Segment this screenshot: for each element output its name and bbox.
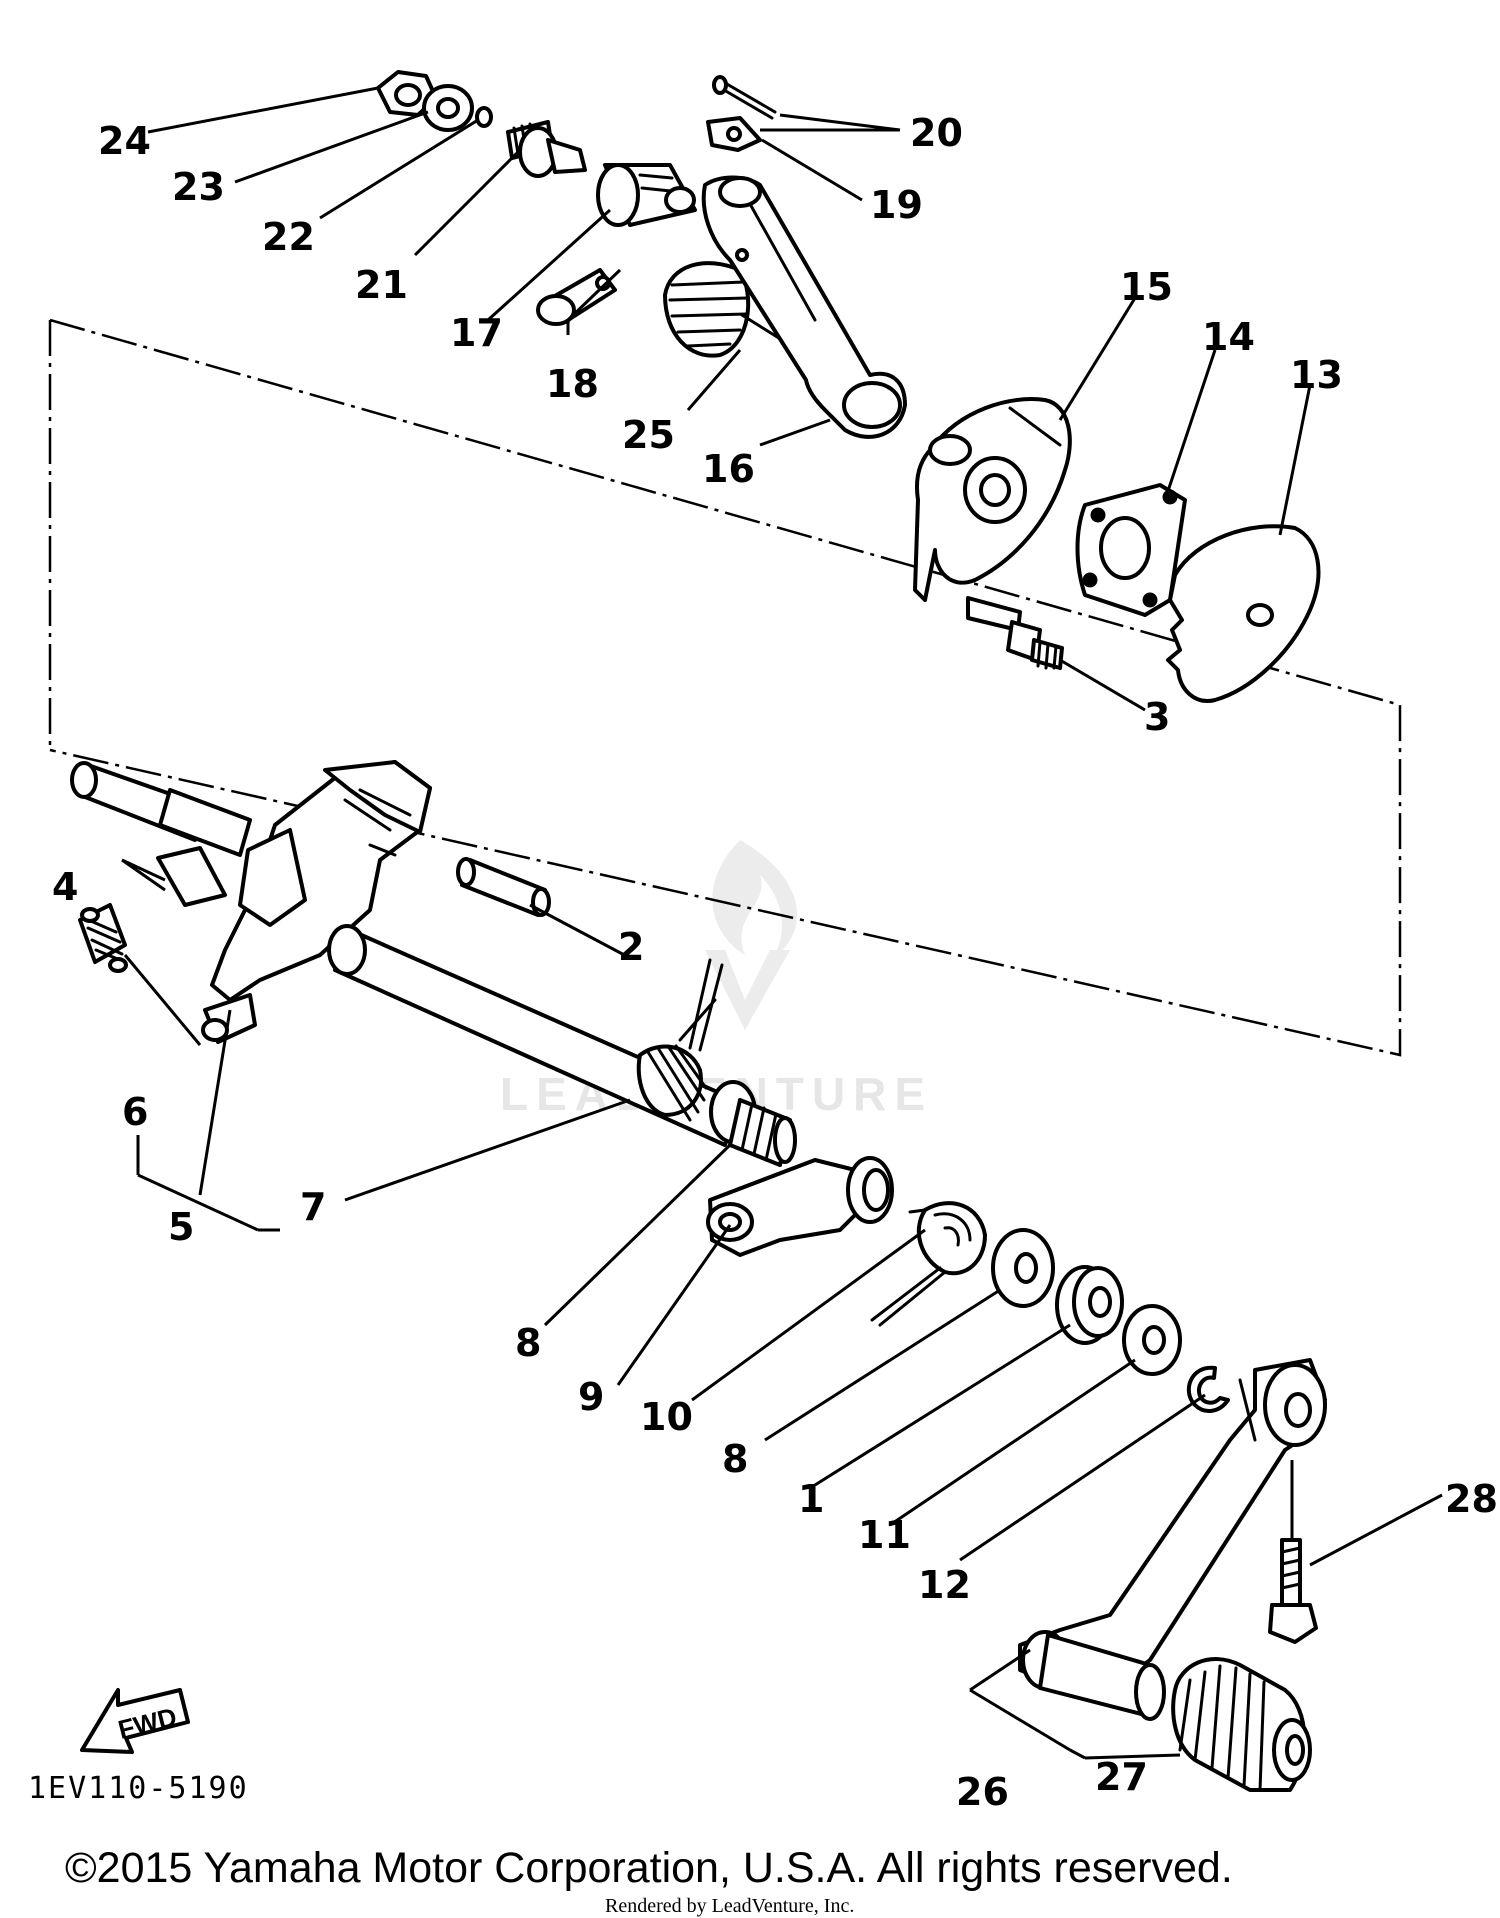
callout-8a: 8 <box>515 1321 541 1365</box>
callout-24: 24 <box>98 119 151 163</box>
callout-20: 20 <box>910 111 963 155</box>
callout-27: 27 <box>1095 1755 1148 1799</box>
washer-11 <box>1122 1304 1182 1376</box>
screw-21 <box>506 120 587 178</box>
callout-3: 3 <box>1144 695 1170 739</box>
watermark: LEADVENTURE <box>500 840 925 1120</box>
callout-16: 16 <box>702 447 755 491</box>
bolt-28 <box>1268 1538 1318 1644</box>
copyright-notice: ©2015 Yamaha Motor Corporation, U.S.A. A… <box>65 1844 1233 1892</box>
lever-9 <box>706 1156 894 1257</box>
stopper-plate-14 <box>1075 483 1187 617</box>
bolt-3 <box>966 596 1064 670</box>
cam-plate-13 <box>1166 524 1321 703</box>
drawing-code: 1EV110-5190 <box>28 1771 249 1806</box>
callout-11: 11 <box>858 1513 911 1557</box>
rendered-by-note: Rendered by LeadVenture, Inc. <box>605 1895 854 1917</box>
callout-19: 19 <box>870 183 923 227</box>
spring-10 <box>870 1201 987 1327</box>
callout-7: 7 <box>300 1185 326 1229</box>
callout-28: 28 <box>1445 1477 1498 1521</box>
callout-10: 10 <box>640 1395 693 1439</box>
shift-pedal-26 <box>1018 1358 1327 1721</box>
washer-19 <box>706 116 762 152</box>
assembly-frame <box>48 318 1402 1057</box>
callout-14: 14 <box>1202 315 1255 359</box>
ring-22 <box>475 106 493 128</box>
callout-8b: 8 <box>722 1437 748 1481</box>
rubber-27 <box>1171 1657 1312 1792</box>
cotter-pin-20 <box>712 75 777 120</box>
spring-6 <box>78 903 128 973</box>
callout-5: 5 <box>168 1205 194 1249</box>
callout-12: 12 <box>918 1563 971 1607</box>
callout-21: 21 <box>355 263 408 307</box>
segment-plate-15 <box>913 397 1072 602</box>
callout-22: 22 <box>262 215 315 259</box>
bush-1 <box>1055 1265 1124 1345</box>
circlip-12 <box>1186 1365 1230 1413</box>
callout-1: 1 <box>798 1477 824 1521</box>
shift-arm-16 <box>701 175 907 439</box>
washer-23 <box>422 84 474 132</box>
callout-17: 17 <box>450 311 503 355</box>
callout-25: 25 <box>622 413 675 457</box>
callout-18: 18 <box>546 362 599 406</box>
callout-15: 15 <box>1120 265 1173 309</box>
callout-13: 13 <box>1290 353 1343 397</box>
shift-shaft-assembly-7 <box>70 760 797 1167</box>
callout-26: 26 <box>956 1770 1009 1814</box>
callout-labels: 24 23 22 21 17 18 25 16 19 20 15 14 13 3… <box>52 111 1498 1814</box>
callout-9: 9 <box>578 1375 604 1419</box>
washer-8 <box>991 1228 1055 1308</box>
leader-lines <box>121 86 1443 1760</box>
joint-17 <box>596 163 697 227</box>
callout-23: 23 <box>172 165 225 209</box>
pin-18 <box>536 268 617 326</box>
fwd-arrow: FWD <box>80 1688 190 1754</box>
callout-6: 6 <box>122 1090 148 1134</box>
callout-4: 4 <box>52 865 78 909</box>
callout-2: 2 <box>618 925 644 969</box>
